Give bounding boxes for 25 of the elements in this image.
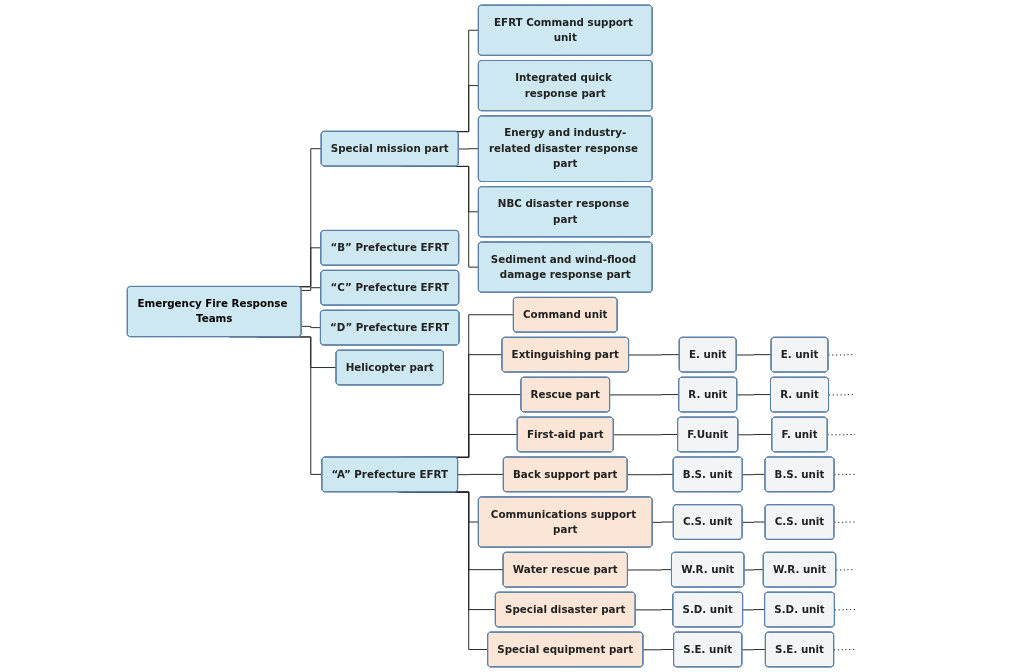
connector <box>300 287 322 291</box>
connector <box>457 473 505 476</box>
connector <box>613 434 679 436</box>
connector <box>827 354 856 356</box>
connector <box>458 148 480 150</box>
connector <box>628 354 681 356</box>
connector <box>833 521 856 523</box>
connector <box>828 394 856 396</box>
connector <box>741 649 767 651</box>
connector <box>736 394 772 396</box>
connector <box>642 649 675 651</box>
connector <box>742 473 766 476</box>
connector <box>300 325 322 329</box>
connector <box>741 521 766 523</box>
connector <box>835 569 856 571</box>
connector <box>627 473 674 476</box>
connector <box>742 609 766 611</box>
connector <box>737 434 773 436</box>
connector <box>652 521 675 523</box>
connector <box>635 609 674 611</box>
connector <box>609 394 680 396</box>
connector <box>833 649 856 651</box>
connector <box>627 569 673 571</box>
connector <box>736 354 772 356</box>
connector <box>743 569 765 571</box>
